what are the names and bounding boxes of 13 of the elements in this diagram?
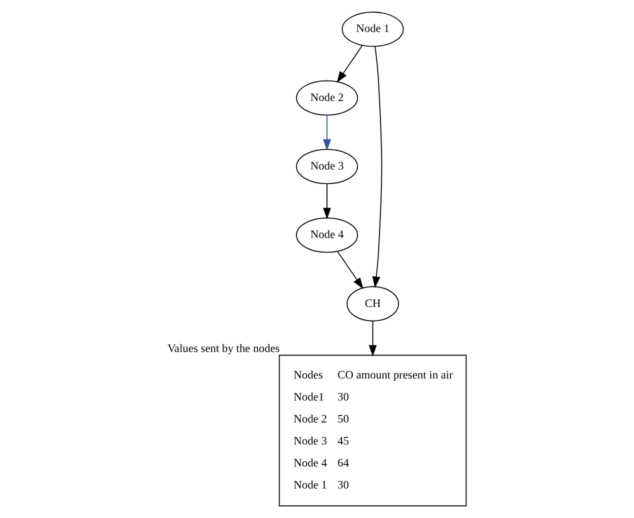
node-ellipse: Node 1 xyxy=(342,12,404,47)
arrow xyxy=(336,45,363,83)
arrow xyxy=(372,46,382,288)
arrow xyxy=(337,251,364,290)
arrow xyxy=(368,320,377,357)
node-ellipse: Node 2 xyxy=(296,80,358,116)
node-ellipse: CH xyxy=(346,286,399,322)
arrow xyxy=(323,114,332,151)
node-ellipse: Node 3 xyxy=(296,148,358,184)
node-label: Values sent by the nodes xyxy=(167,343,280,356)
arrow xyxy=(323,184,332,220)
node-box: Nodes CO amount present in air Node1 30 Node 2 50 Node 3 45 Node 4 64 Node 1 30 xyxy=(278,354,467,506)
node-ellipse: Node 4 xyxy=(296,218,358,253)
